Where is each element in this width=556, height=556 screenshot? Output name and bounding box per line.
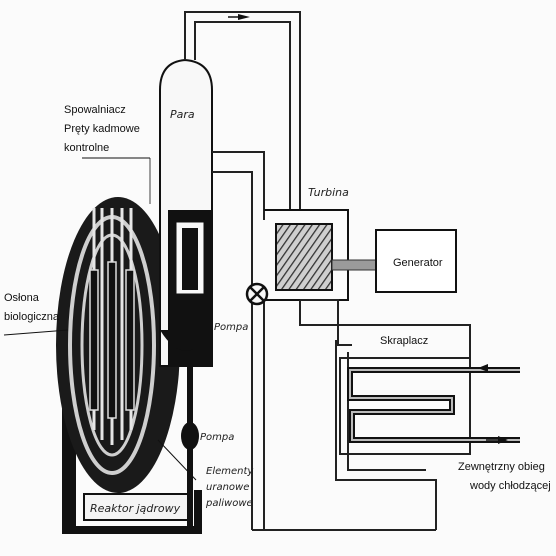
reactor-label-box [83,493,193,521]
reactor-vessel-outer [56,197,180,493]
label-pompa-bottom: Pompa [200,432,234,443]
label-oslona: Osłona [4,292,40,304]
reactor [56,197,202,534]
label-reaktor: Reaktor jądrowy [90,502,181,515]
label-skraplacz: Skraplacz [380,335,428,347]
steam-generator [159,58,213,367]
pump-top [245,282,269,306]
label-obieg: Zewnętrzny obieg [458,461,545,473]
coolant-in-arrow [478,364,488,372]
flow-arrow-top [238,14,250,20]
label-para: Para [170,108,195,121]
steam-pipe [184,11,436,531]
turbine-shaft [331,259,381,271]
label-elementy-3: paliwowe [205,498,253,509]
generator-box [375,229,457,293]
coolant-out-arrow [498,436,508,444]
label-elementy-2: uranowe [206,482,249,493]
cooling-coil [347,367,520,443]
turbine [264,209,381,301]
pump-bottom [181,366,199,530]
label-elementy: Elementy [206,466,254,477]
label-pompa-top: Pompa [214,322,248,333]
label-generator: Generator [393,257,443,269]
label-spowalniacz: Spowalniacz [64,104,126,116]
label-turbina: Turbina [308,186,349,199]
turbine-rotor [275,223,333,291]
label-prety-2: kontrolne [64,142,109,154]
condenser [299,299,520,530]
label-oslona-2: biologiczna [4,311,60,323]
label-obieg-2: wody chłodzącej [469,480,551,492]
fuel-elements [89,261,135,419]
label-prety: Pręty kadmowe [64,123,140,135]
leader-lines [3,157,197,481]
